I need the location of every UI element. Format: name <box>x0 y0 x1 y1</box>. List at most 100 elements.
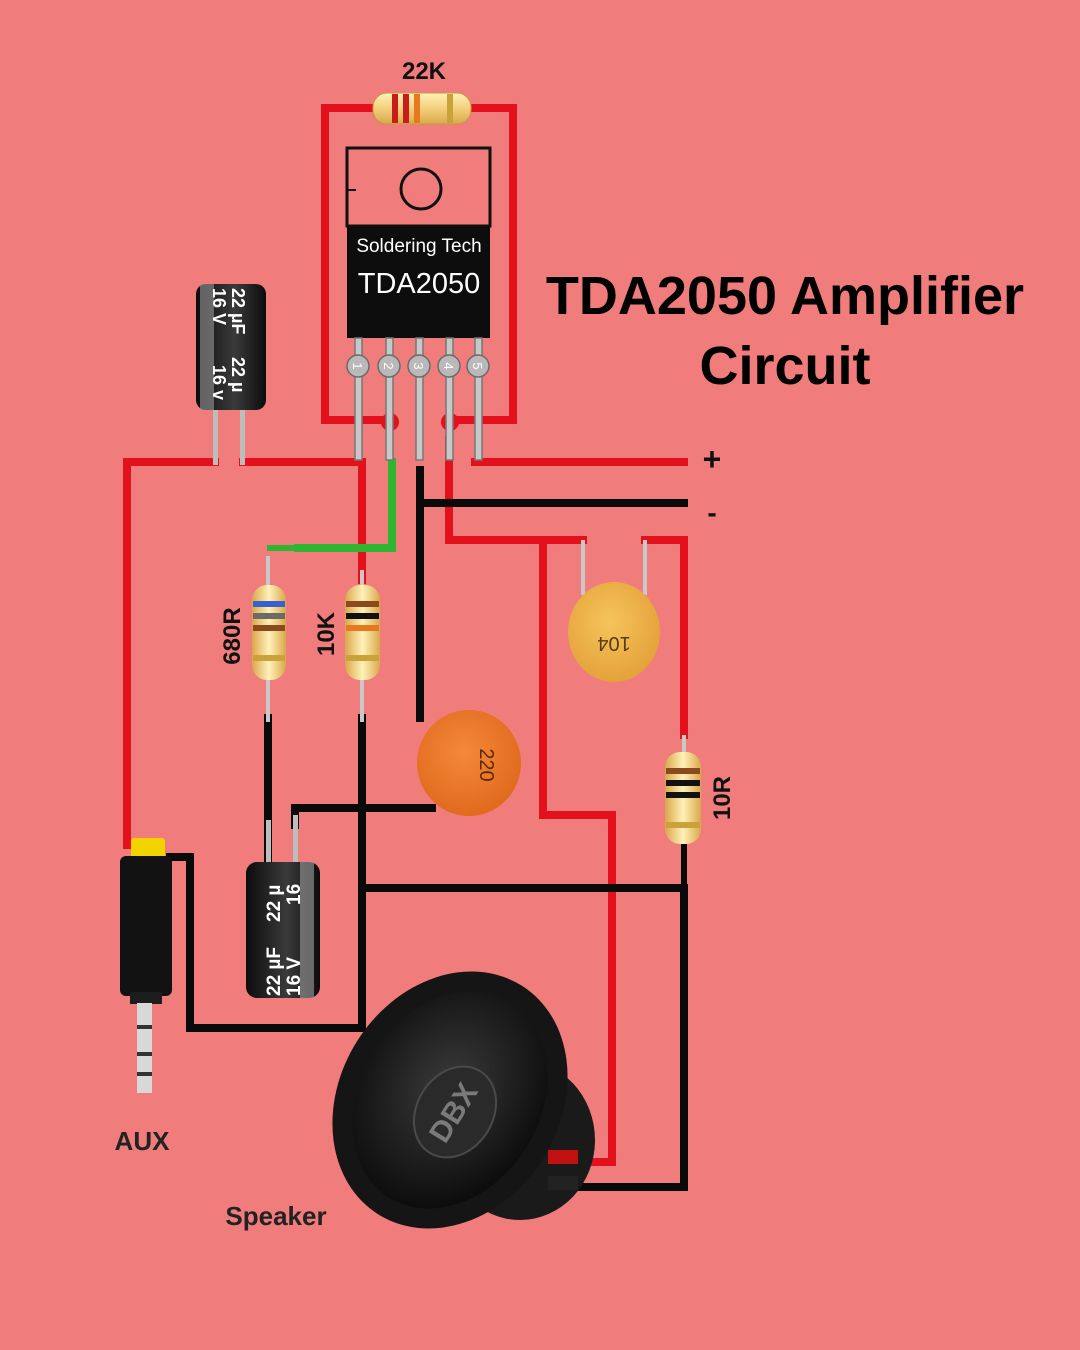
chip-tab <box>345 146 492 228</box>
resistor-10k-lead-bottom <box>360 672 364 722</box>
resistor-680r-lead-top <box>266 556 270 596</box>
chip-pin-2-pad <box>377 354 401 378</box>
cap-104-label: 104 <box>597 632 630 654</box>
aux-jack-ring-1 <box>137 1025 152 1029</box>
wire-ground-speaker <box>358 884 688 1191</box>
resistor-10r-band-4 <box>666 822 700 828</box>
resistor-22k-body <box>372 92 472 125</box>
cap-feedback-text-c: 22 µ <box>264 885 285 922</box>
resistor-680r-label: 680R <box>219 607 246 664</box>
aux-jack-collar <box>131 838 165 860</box>
chip-pin-1-label: 1 <box>350 362 365 369</box>
wire-10k-down <box>166 714 366 1032</box>
title-line-1: TDA2050 Amplifier <box>545 266 1025 326</box>
resistor-22k-label: 22K <box>402 58 447 85</box>
wires <box>123 104 688 1191</box>
speaker-dust-cap <box>412 1065 498 1159</box>
chip-pin-1-leg <box>354 337 363 461</box>
cap-input-text-b: 16 V <box>209 288 229 325</box>
cap-input-lead-right <box>240 405 245 465</box>
resistor-10k-band-2 <box>346 613 379 619</box>
cap-electrolytic-input: 22 µF 16 V 22 µ 16 v <box>196 284 266 465</box>
resistor-680r-body <box>252 585 286 680</box>
chip-pin-3-label: 3 <box>411 362 426 369</box>
chip-mount-hole <box>399 167 443 211</box>
cap-input-text-a: 22 µF <box>228 288 248 334</box>
resistor-22k-band-1 <box>392 94 398 123</box>
resistor-22k-band-4 <box>447 94 453 123</box>
title-line-2: Circuit <box>699 336 871 396</box>
chip-pin-5-leg <box>474 337 483 461</box>
aux-jack-body <box>120 856 172 996</box>
chip-pin-pads <box>346 354 490 378</box>
chip-pins <box>354 337 483 461</box>
cap-feedback-text-b: 16 V <box>284 957 305 996</box>
cap-104-body <box>568 582 660 682</box>
resistor-10r <box>665 735 701 844</box>
resistor-10r-band-2 <box>666 780 700 786</box>
resistor-10r-band-1 <box>666 768 700 774</box>
cap-220-label: 220 <box>475 748 497 781</box>
resistor-680r-band-4 <box>253 655 285 661</box>
chip-pin-4-pad <box>437 354 461 378</box>
resistor-10k-band-1 <box>346 601 379 607</box>
cap-ceramic-220: 220 <box>417 710 521 816</box>
chip-pin-2-leg <box>385 337 394 461</box>
resistor-10r-label: 10R <box>709 776 736 820</box>
cap-feedback-text: 22 µF 16 V 22 µ 16 <box>264 884 305 996</box>
cap-feedback-lead-left <box>266 820 271 870</box>
resistor-10k <box>345 570 380 722</box>
wire-feedback-right <box>446 104 517 424</box>
resistor-680r-band-1 <box>253 601 285 607</box>
chip-pin-1-pad <box>346 354 370 378</box>
resistor-680r <box>252 556 286 722</box>
wire-input-cap <box>123 458 219 849</box>
cap-input-text-c: 22 µ <box>228 357 248 392</box>
wire-pin2-green <box>294 458 396 552</box>
cap-electrolytic-feedback: 22 µF 16 V 22 µ 16 <box>246 815 320 998</box>
tda2050-chip: Soldering Tech TDA2050 1 2 3 4 5 <box>345 146 492 461</box>
cap-feedback-stripe <box>300 862 314 998</box>
power-plus-label: + <box>703 441 722 477</box>
resistor-22k <box>372 92 472 125</box>
wire-pin1 <box>239 458 366 584</box>
chip-part: TDA2050 <box>358 268 481 300</box>
resistor-10k-band-4 <box>346 655 379 661</box>
resistor-22k-band-2 <box>403 94 409 123</box>
resistor-680r-band-2 <box>253 613 285 619</box>
resistor-10k-band-3 <box>346 625 379 631</box>
cap-input-lead-left <box>213 405 218 465</box>
cap-feedback-text-a: 22 µF <box>264 947 285 996</box>
chip-pin-3-leg <box>415 337 424 461</box>
resistor-680r-band-3 <box>253 625 285 631</box>
cap-feedback-text-d: 16 <box>284 884 305 905</box>
aux-jack <box>120 838 172 1093</box>
chip-body <box>347 226 490 338</box>
wire-feedback-left <box>321 104 392 424</box>
resistor-10r-lead-top <box>682 735 686 760</box>
cap-input-text-d: 16 v <box>209 365 229 400</box>
resistor-10k-body <box>345 585 380 680</box>
speaker: DBX <box>332 971 595 1229</box>
aux-jack-tip-sleeve <box>137 1003 152 1093</box>
chip-pin-2-label: 2 <box>381 362 396 369</box>
chip-pin-5-label: 5 <box>470 362 485 369</box>
aux-jack-ring-2 <box>137 1052 152 1056</box>
wire-pin4-output <box>445 436 587 544</box>
cap-input-stripe <box>200 284 214 410</box>
speaker-terminal-red <box>548 1150 578 1164</box>
aux-label: AUX <box>115 1126 171 1156</box>
cap-220-body <box>417 710 521 816</box>
speaker-terminal-black <box>548 1176 578 1190</box>
power-minus-label: - <box>707 497 716 528</box>
chip-pin-3-pad <box>407 354 431 378</box>
cap-feedback-lead-right <box>293 815 298 870</box>
speaker-label: Speaker <box>225 1201 326 1231</box>
cap-ceramic-104: 104 <box>568 540 660 682</box>
cap-input-text: 22 µF 16 V 22 µ 16 v <box>209 288 248 400</box>
chip-pin-5-pad <box>466 354 490 378</box>
chip-pin-4-leg <box>445 337 454 461</box>
chip-pin-4-label: 4 <box>441 362 456 369</box>
chip-brand: Soldering Tech <box>356 236 481 257</box>
